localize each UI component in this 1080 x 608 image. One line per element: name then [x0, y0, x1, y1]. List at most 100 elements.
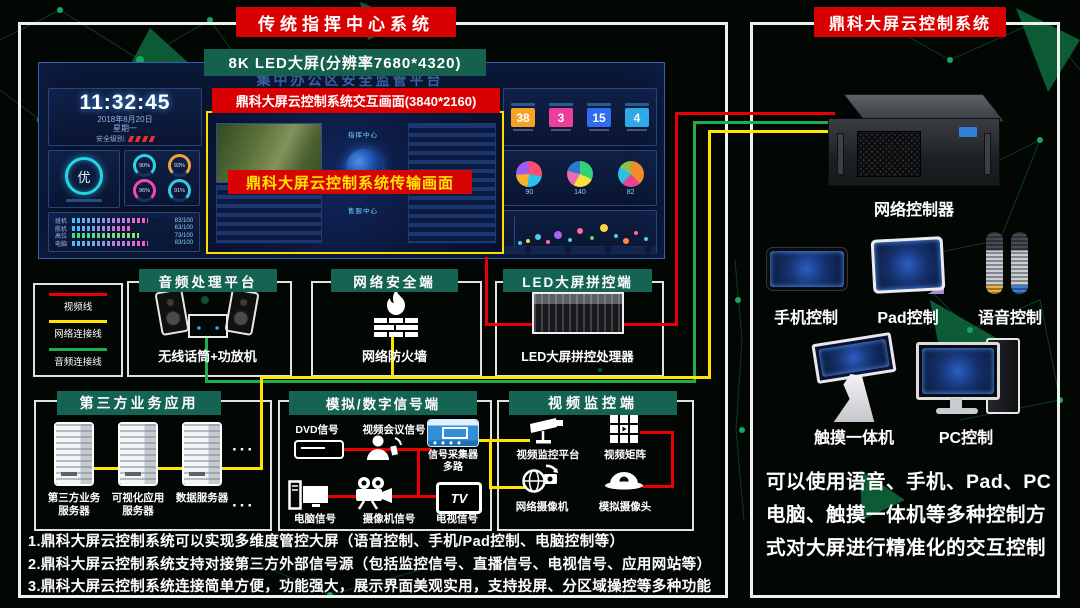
stat-value: 15 [587, 108, 611, 127]
bar-label: 高位 [55, 234, 68, 241]
led-processor-icon [532, 292, 624, 334]
right-system-title: 鼎科大屏云控制系统 [828, 16, 991, 33]
security-tick [148, 136, 156, 142]
gauge-ring: 90% [133, 154, 156, 177]
server-vent-grille [857, 131, 921, 177]
dashboard-platform-title: 集中办公区安全监管平台 [256, 72, 444, 88]
audio-platform-title: 音频处理平台 [158, 274, 258, 290]
server-tower-icon [182, 422, 222, 486]
wire-network [489, 486, 527, 489]
bar-label: 班机 [55, 219, 68, 225]
legend-item: 视频线 [49, 292, 107, 313]
gauge-value: 91% [173, 187, 185, 194]
grade-gauge: 优 [65, 157, 103, 195]
bar-value: 63/100 [174, 225, 193, 232]
wire-audio [205, 336, 208, 383]
dome-camera-icon [605, 472, 643, 490]
led-splicer-title: LED大屏拼控端 [522, 274, 633, 290]
pie-graphic [617, 160, 644, 187]
server-tower-icon [118, 422, 158, 486]
bar-fill [72, 233, 140, 239]
third-party-title: 第三方业务应用 [79, 395, 199, 411]
bar-fill [72, 240, 149, 246]
node-label: 售服中心 [348, 208, 378, 215]
amplifier-icon [188, 314, 228, 338]
phone-screen [770, 251, 844, 287]
phone-control-label: 手机控制 [773, 310, 838, 327]
network-camera-label: 网络摄像机 [515, 501, 569, 513]
wire-network [391, 334, 394, 379]
wire-network [489, 439, 492, 489]
stat-tile: 4 [625, 103, 649, 131]
dvd-signal-label: DVD信号 [295, 424, 339, 436]
stat-tile: 3 [549, 103, 573, 131]
wire-network [260, 376, 711, 379]
dvd-player-icon [294, 440, 344, 459]
bar-track [72, 225, 164, 231]
video-matrix-icon [610, 415, 638, 443]
grade-value: 优 [77, 169, 91, 185]
wire-video [417, 448, 420, 498]
bar-fill [72, 218, 149, 223]
bar-label: 航机 [55, 226, 68, 233]
collector-label: 信号采集器 多路 [428, 450, 478, 473]
wire-video [675, 112, 678, 326]
bar-row: 班机 83/100 [55, 217, 193, 226]
dashboard-grade-panel: 优 [48, 150, 120, 208]
led-screen-banner-label: 8K LED大屏(分辨率7680*4320) [228, 55, 462, 72]
stat-sub-bar [627, 129, 647, 131]
pc-control-image [916, 336, 1022, 424]
video-conference-icon [367, 435, 402, 460]
wire-video [675, 112, 835, 115]
wire-video [312, 448, 432, 451]
wire-network [260, 376, 263, 470]
server-label: 第三方业务 服务器 [47, 492, 101, 517]
security-tick [127, 136, 135, 142]
right-system-title-banner: 鼎科大屏云控制系统 [814, 7, 1006, 37]
pc-signal-label: 电脑信号 [294, 513, 336, 525]
node-label: 指挥中心 [348, 132, 378, 139]
voice-control-mics-image [986, 232, 1032, 296]
gauge-ring: 93% [168, 154, 191, 177]
voice-control-label: 语音控制 [977, 310, 1042, 327]
bar-fill [72, 225, 130, 231]
video-monitor-banner: 视频监控端 [509, 391, 677, 415]
signal-source-banner: 模拟/数字信号端 [289, 391, 477, 415]
firewall-icon [374, 290, 418, 337]
pc-screen [922, 348, 994, 394]
phone-control-image [766, 247, 848, 291]
wire-video [640, 431, 674, 434]
pc-signal-icon [288, 480, 328, 510]
dashboard-clock-panel: 11:32:45 2018年8月20日 星期一 安全级别: [48, 88, 202, 146]
tv-signal-label: 电视信号 [436, 513, 478, 525]
security-tick [141, 136, 149, 142]
control-description: 可以使用语音、手机、Pad、PC电脑、触摸一体机等多种控制方式对大屏进行精准化的… [766, 471, 1052, 559]
legend-label: 音频连接线 [54, 356, 102, 368]
bar-row: 电脑 83/100 [55, 240, 193, 248]
touch-kiosk-image [811, 331, 897, 424]
interactive-picture-banner: 鼎科大屏云控制系统交互画面(3840*2160) [212, 88, 500, 113]
signal-source-title: 模拟/数字信号端 [325, 397, 441, 412]
server-label: 数据服务器 [175, 492, 229, 504]
left-system-title: 传统指挥中心系统 [258, 14, 434, 34]
legend-box: 视频线 网络连接线 音频连接线 [33, 283, 123, 377]
scatter-dots [518, 241, 522, 245]
stat-tile: 38 [511, 103, 535, 131]
stat-caption-bar [549, 103, 573, 106]
network-security-title: 网络安全端 [353, 274, 436, 290]
dashboard-time: 11:32:45 [79, 91, 171, 114]
pie-chart: 82 [617, 160, 644, 196]
pc-control-label: PC控制 [938, 430, 994, 447]
server-handle [984, 133, 991, 175]
bar-value: 83/100 [174, 240, 193, 247]
led-splicer-banner: LED大屏拼控端 [503, 269, 652, 292]
dashboard-sub-panel [216, 185, 322, 243]
network-line-swatch [49, 320, 107, 323]
wire-network [708, 130, 711, 379]
network-camera-icon [522, 464, 558, 493]
bar-row: 航机 63/100 [55, 225, 193, 233]
security-level-label: 安全级别: [96, 136, 126, 143]
kiosk-screen-display [818, 338, 890, 378]
gauge-value: 90% [138, 162, 150, 169]
